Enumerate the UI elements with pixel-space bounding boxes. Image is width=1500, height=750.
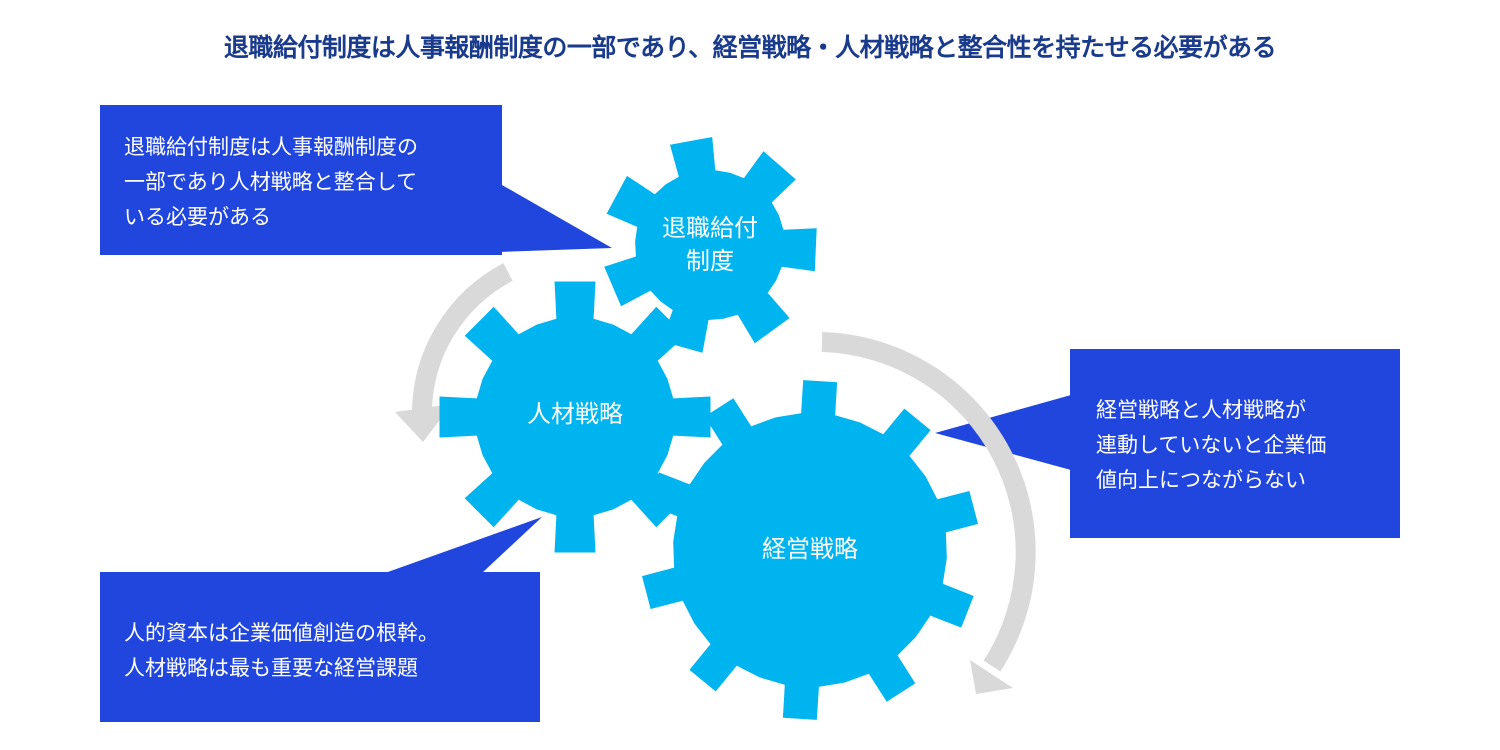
gear-label-line: 制度 (686, 247, 734, 275)
gear-label-management-strategy: 経営戦略 (720, 533, 900, 566)
callout-line: いる必要がある (124, 205, 271, 229)
gear-label-line: 人材戦略 (527, 400, 623, 428)
gear-label-hr-strategy: 人材戦略 (485, 398, 665, 431)
gear-label-line: 退職給付 (662, 214, 758, 242)
callout-tail-human-capital (385, 517, 542, 573)
callout-line: 値向上につながらない (1096, 468, 1306, 492)
gear-management-strategy (642, 380, 978, 720)
callout-line: 人的資本は企業価値創造の根幹。 (124, 621, 439, 645)
gear-label-line: 経営戦略 (762, 535, 858, 563)
callout-tail-management (935, 395, 1071, 470)
callout-management-strategy: 経営戦略と人材戦略が 連動していないと企業価 値向上につながらない (1070, 349, 1400, 538)
page-title: 退職給付制度は人事報酬制度の一部であり、経営戦略・人材戦略と整合性を持たせる必要… (223, 33, 1277, 62)
callout-line: 一部であり人材戦略と整合して (124, 170, 418, 194)
gear-retirement-benefits (604, 137, 817, 353)
gear-label-retirement-benefits: 退職給付 制度 (620, 212, 800, 278)
callout-retirement-benefits: 退職給付制度は人事報酬制度の 一部であり人材戦略と整合して いる必要がある (100, 105, 502, 255)
arrowhead-right (970, 660, 1013, 694)
arrowhead-left (395, 404, 452, 442)
rotation-arrow-left (412, 263, 513, 411)
rotation-arrow-right (821, 332, 1036, 672)
callout-human-capital: 人的資本は企業価値創造の根幹。 人材戦略は最も重要な経営課題 (100, 572, 540, 722)
callout-line: 経営戦略と人材戦略が (1096, 398, 1306, 422)
gear-hr-strategy (439, 281, 711, 553)
callout-line: 退職給付制度は人事報酬制度の (124, 135, 418, 159)
callout-line: 連動していないと企業価 (1096, 433, 1327, 457)
callout-line: 人材戦略は最も重要な経営課題 (124, 656, 418, 680)
